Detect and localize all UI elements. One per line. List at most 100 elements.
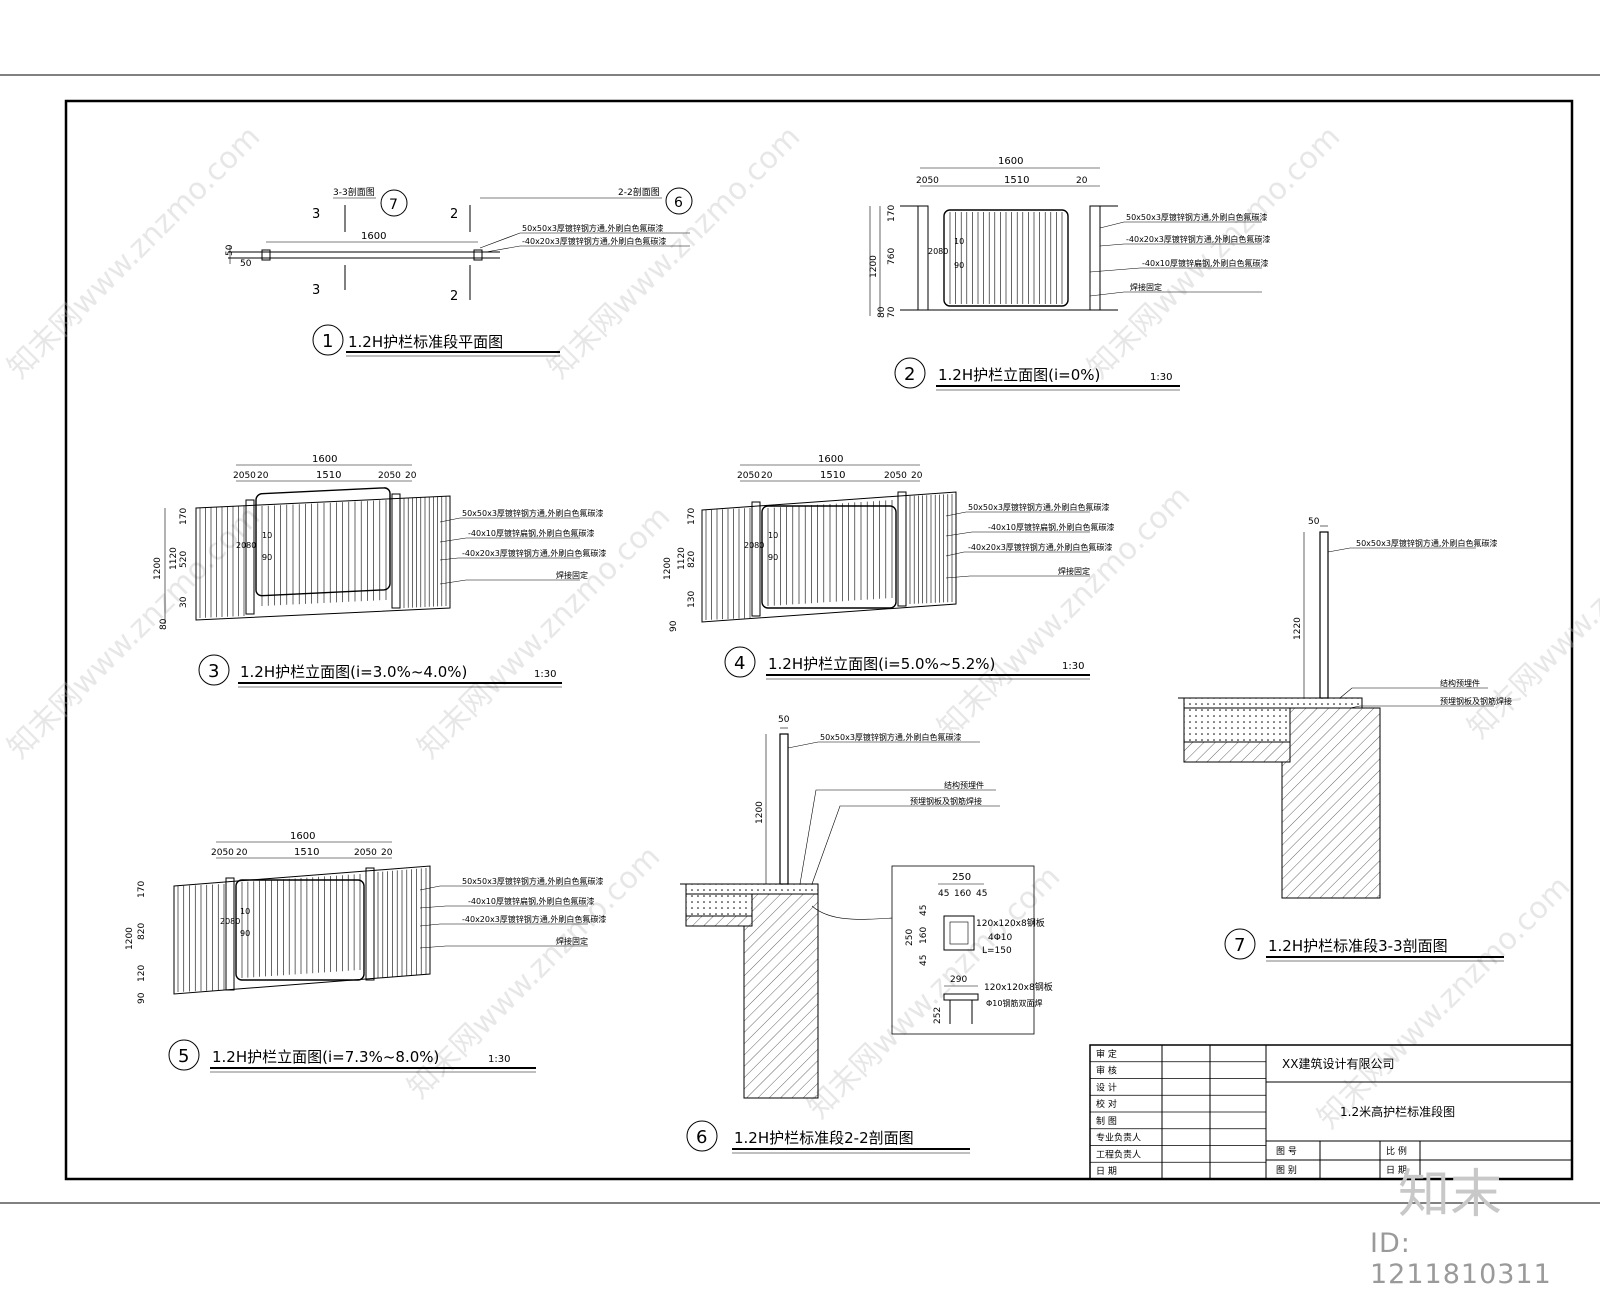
note-weld: 预埋钢板及钢筋焊接 xyxy=(910,796,982,806)
section-mark-2: 2 xyxy=(450,289,458,304)
embed-plate-2: 120x120x8钢板 xyxy=(984,981,1053,993)
embed-w250: 250 xyxy=(952,872,971,883)
dim-small: 90 xyxy=(240,929,250,938)
note-embed: 结构预埋件 xyxy=(944,780,984,790)
dim-small: 90 xyxy=(768,553,778,562)
detail-5-elevation: 1600 1510 2050 20 2050 20 1200 170 820 1… xyxy=(125,831,606,1073)
dim-total: 1600 xyxy=(818,454,843,465)
title-block-row-label: 校 对 xyxy=(1096,1098,1117,1110)
note-flat-steel: -40x20x3厚镀锌钢方通,外刷白色氟碳漆 xyxy=(462,548,606,558)
dim-height: 820 xyxy=(137,923,147,940)
watermark: 知末网www.znzmo.com xyxy=(1081,119,1347,385)
section-label-33: 3-3剖面图 xyxy=(333,186,375,198)
plan-end-dim: 50 xyxy=(240,259,252,269)
detail-title: 1.2H护栏立面图(i=3.0%~4.0%) xyxy=(240,663,467,681)
dim-height: 170 xyxy=(179,508,189,525)
drawing-border xyxy=(64,99,1574,1181)
plan-note-1: 50x50x3厚镀锌钢方通,外刷白色氟碳漆 xyxy=(522,223,663,233)
embed-bar-2: Φ10钢筋双面焊 xyxy=(986,998,1042,1008)
dim-side: 20 xyxy=(761,471,773,481)
title-block-row-label: 专业负责人 xyxy=(1096,1132,1141,1144)
dim-height: 170 xyxy=(137,881,147,898)
embed-plate: 120x120x8钢板 xyxy=(976,917,1045,929)
note-weld: 焊接固定 xyxy=(556,570,588,580)
embed-w45: 45 xyxy=(976,889,987,899)
dim-side: 2050 xyxy=(211,848,234,858)
dim-height: 90 xyxy=(137,992,147,1004)
detail-title: 1.2H护栏立面图(i=7.3%~8.0%) xyxy=(212,1048,439,1066)
section-mark-2: 2 xyxy=(450,207,458,222)
dim-side: 2050 xyxy=(737,471,760,481)
title-number: 5 xyxy=(178,1046,189,1067)
dim-height: 760 xyxy=(887,248,897,265)
embed-h45: 45 xyxy=(919,905,929,916)
dim-height: 820 xyxy=(687,551,697,568)
callout-7: 7 xyxy=(389,197,398,213)
dim-height: 1120 xyxy=(169,547,179,570)
watermark: 知末网www.znzmo.com xyxy=(541,119,807,385)
dim-side: 2050 xyxy=(916,176,939,186)
note-flat-bar: -40x10厚镀锌扁钢,外刷白色氟碳漆 xyxy=(468,528,595,538)
title-block-row-label: 制 图 xyxy=(1096,1115,1117,1127)
dim-side: 20 xyxy=(1076,176,1088,186)
dim-small: 10 xyxy=(768,531,778,540)
dim-height: 130 xyxy=(687,591,697,608)
detail-title: 1.2H护栏立面图(i=0%) xyxy=(938,366,1100,384)
note-weld: 预埋钢板及钢筋焊接 xyxy=(1440,696,1512,706)
embed-w290: 290 xyxy=(950,975,967,985)
dim-small: 10 xyxy=(262,531,272,540)
title-number: 6 xyxy=(696,1127,707,1148)
dim-side: 2050 xyxy=(233,471,256,481)
dim-mid: 1510 xyxy=(1004,175,1029,186)
dim-height: 170 xyxy=(687,508,697,525)
field-label: 比 例 xyxy=(1386,1145,1407,1157)
note-flat-bar: -40x10厚镀锌扁钢,外刷白色氟碳漆 xyxy=(988,522,1115,532)
plan-length: 1600 xyxy=(361,231,386,242)
note-flat-steel: -40x20x3厚镀锌钢方通,外刷白色氟碳漆 xyxy=(968,542,1112,552)
title-block-row-label: 审 核 xyxy=(1096,1065,1117,1077)
embed-w45: 45 xyxy=(938,889,949,899)
plan-end-dim: 50 xyxy=(225,244,235,256)
company-name: XX建筑设计有限公司 xyxy=(1282,1056,1394,1071)
embed-len: L=150 xyxy=(982,946,1012,956)
embed-h160: 160 xyxy=(919,927,929,944)
dim-mid: 1510 xyxy=(820,470,845,481)
note-weld: 焊接固定 xyxy=(1130,282,1162,292)
dim-small: 2080 xyxy=(744,541,764,550)
detail-scale: 1:30 xyxy=(534,669,556,680)
note-flat-steel: -40x20x3厚镀锌钢方通,外刷白色氟碳漆 xyxy=(462,914,606,924)
dim-height: 70 xyxy=(887,306,897,318)
note-square-tube: 50x50x3厚镀锌钢方通,外刷白色氟碳漆 xyxy=(1356,538,1497,548)
title-number: 7 xyxy=(1234,935,1245,956)
detail-title: 1.2H护栏立面图(i=5.0%~5.2%) xyxy=(768,655,995,673)
detail-1-plan: 50 50 1600 3 3 3-3剖面图 7 2 2 2-2剖面图 6 50x… xyxy=(225,186,693,357)
embed-h45: 45 xyxy=(919,955,929,966)
note-embed: 结构预埋件 xyxy=(1440,678,1480,688)
note-weld: 焊接固定 xyxy=(1058,566,1090,576)
dim-height: 1120 xyxy=(677,547,687,570)
dim-small: 2080 xyxy=(220,917,240,926)
dim-side: 20 xyxy=(257,471,269,481)
dim-height: 90 xyxy=(669,620,679,632)
note-flat-bar: -40x10厚镀锌扁钢,外刷白色氟碳漆 xyxy=(468,896,595,906)
drawing-name: 1.2米高护栏标准段图 xyxy=(1340,1104,1455,1119)
dim-mid: 1510 xyxy=(294,847,319,858)
detail-scale: 1:30 xyxy=(1062,661,1084,672)
note-flat-steel: -40x20x3厚镀锌钢方通,外刷白色氟碳漆 xyxy=(1126,234,1270,244)
detail-title: 1.2H护栏标准段2-2剖面图 xyxy=(734,1129,914,1147)
note-square-tube: 50x50x3厚镀锌钢方通,外刷白色氟碳漆 xyxy=(462,876,603,886)
detail-4-elevation: 1600 1510 2050 20 2050 20 1200 1120 170 … xyxy=(663,454,1115,680)
dim-height: 120 xyxy=(137,965,147,982)
dim-height: 170 xyxy=(887,205,897,222)
dim-height: 30 xyxy=(179,596,189,608)
brand-logo: 知末 xyxy=(1398,1165,1503,1225)
post-height: 1200 xyxy=(755,801,765,824)
dim-height: 1200 xyxy=(125,927,135,950)
callout-6: 6 xyxy=(674,195,683,211)
embed-w160: 160 xyxy=(954,889,971,899)
title-number: 3 xyxy=(208,661,219,682)
note-square-tube: 50x50x3厚镀锌钢方通,外刷白色氟碳漆 xyxy=(820,732,961,742)
dim-small: 2080 xyxy=(236,541,256,550)
dim-side: 2050 xyxy=(354,848,377,858)
